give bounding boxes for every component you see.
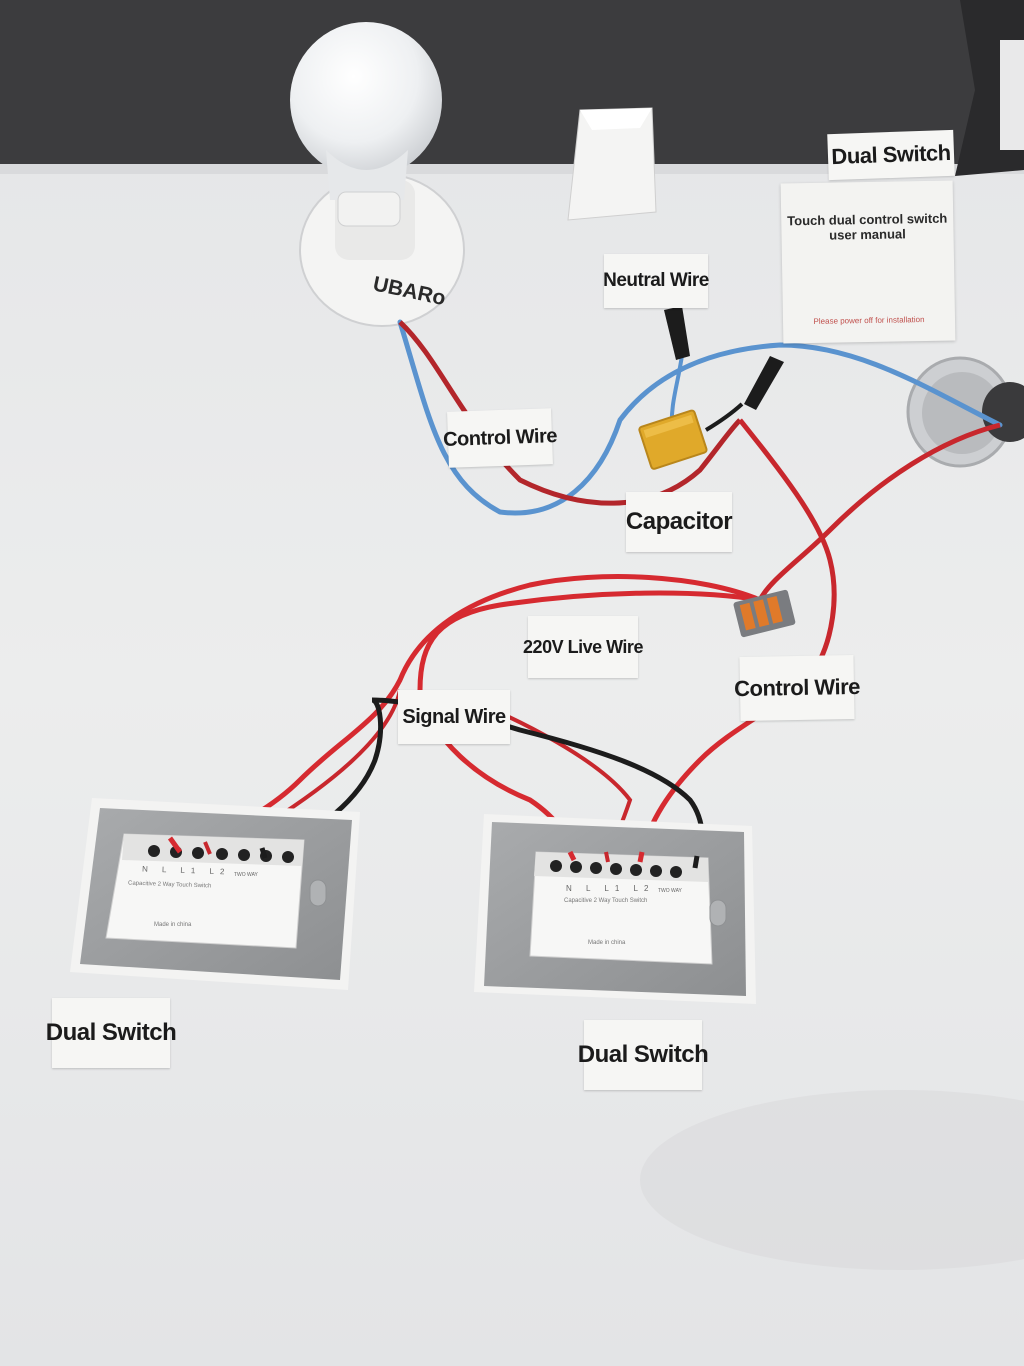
left-module-made-in: Made in china <box>154 922 192 928</box>
label-control-wire-top: Control Wire <box>443 408 557 468</box>
neutral-connector <box>664 306 690 360</box>
right-module-made-in: Made in china <box>588 940 626 946</box>
lever-connector <box>733 589 796 638</box>
user-manual: Touch dual control switch user manual Pl… <box>780 180 956 344</box>
red-wire-supply <box>757 422 1001 602</box>
right-module-mode: TWO WAY <box>658 888 682 894</box>
left-module-mode: TWO WAY <box>234 872 258 878</box>
label-capacitor: Capacitor <box>626 492 733 552</box>
red-wire-lamp <box>398 320 742 506</box>
right-module-terminals: N L L1 L2 <box>566 884 655 893</box>
right-module-model: Capacitive 2 Way Touch Switch <box>564 898 648 904</box>
label-dual-switch-right: Dual Switch <box>578 1020 709 1090</box>
user-manual-note: Please power off for installation <box>813 315 925 326</box>
red-wire-control <box>738 418 837 662</box>
junction-box <box>567 107 657 221</box>
red-wire-live-left <box>178 574 761 855</box>
label-control-wire-right: Control Wire <box>734 655 860 721</box>
label-neutral-wire: Neutral Wire <box>603 254 709 308</box>
user-manual-title: Touch dual control switch user manual <box>787 210 948 243</box>
label-220v-live-wire: 220V Live Wire <box>523 616 643 678</box>
label-dual-switch-left: Dual Switch <box>46 998 177 1068</box>
light-bulb <box>290 22 442 178</box>
right-dual-switch <box>474 814 756 1004</box>
capacitor <box>638 409 708 470</box>
label-signal-wire: Signal Wire <box>398 690 510 744</box>
red-wire-live-right <box>417 590 761 861</box>
label-dual-switch-top: Dual Switch <box>827 129 955 181</box>
left-dual-switch <box>70 798 360 990</box>
